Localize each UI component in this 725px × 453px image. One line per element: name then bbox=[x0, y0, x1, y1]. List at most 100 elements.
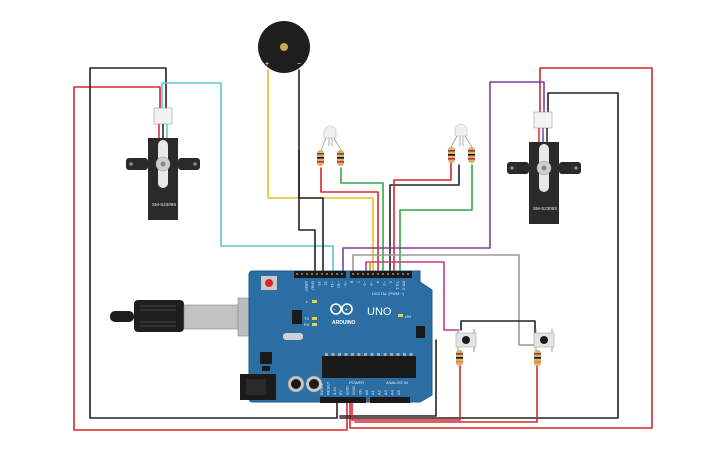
header-pin[interactable] bbox=[392, 273, 394, 275]
header-pin[interactable] bbox=[296, 273, 298, 275]
digital-header-right bbox=[350, 271, 412, 278]
rgb-led-right[interactable] bbox=[450, 123, 473, 148]
resistor-band bbox=[456, 357, 463, 359]
resistor-led2-b[interactable] bbox=[468, 147, 475, 163]
servo-motor-left[interactable]: SM-S2309S bbox=[126, 107, 200, 220]
wire-black-left-servo bbox=[89, 67, 338, 419]
tx-led bbox=[312, 317, 317, 320]
rx-led bbox=[312, 323, 317, 326]
wire-purple-right-servo bbox=[342, 81, 545, 272]
bottom-pin-label: 5V bbox=[338, 390, 343, 395]
header-pin[interactable] bbox=[382, 273, 384, 275]
resistor-button2[interactable] bbox=[534, 350, 541, 366]
arduino-logo: - + bbox=[330, 303, 353, 315]
chip-pin bbox=[357, 353, 361, 356]
header-pin[interactable] bbox=[372, 273, 374, 275]
resistor-band bbox=[534, 361, 541, 363]
header-pin[interactable] bbox=[387, 273, 389, 275]
header-pin[interactable] bbox=[402, 273, 404, 275]
header-pin[interactable] bbox=[311, 273, 313, 275]
digital-header-left bbox=[294, 271, 346, 278]
bottom-pin-label: A3 bbox=[383, 389, 388, 395]
resistor-band bbox=[468, 154, 475, 156]
chip-pin bbox=[403, 353, 406, 356]
led-dome bbox=[323, 125, 337, 139]
bottom-pin-label: RESET bbox=[325, 381, 330, 395]
resistor-led1-b[interactable] bbox=[337, 150, 344, 166]
resistor-button1[interactable] bbox=[456, 350, 463, 366]
wire-green-led1 bbox=[340, 167, 384, 272]
digital-pin-label: RX 0 bbox=[402, 281, 407, 291]
header-pin[interactable] bbox=[357, 273, 359, 275]
resistor-band bbox=[448, 158, 455, 160]
header-pin[interactable] bbox=[336, 273, 338, 275]
servo-label: SM-S2309S bbox=[152, 202, 176, 207]
servo-horn-center bbox=[541, 165, 547, 171]
header-pin[interactable] bbox=[321, 273, 323, 275]
header-pin[interactable] bbox=[316, 273, 318, 275]
led-leg bbox=[450, 135, 458, 148]
tx-label: TX bbox=[304, 316, 309, 321]
chip-socket-top bbox=[325, 353, 413, 356]
buzzer-hole bbox=[280, 43, 288, 51]
digital-header-label: DIGITAL (PWM ~) bbox=[372, 291, 405, 296]
header-pin[interactable] bbox=[331, 273, 333, 275]
bottom-pin-label: A1 bbox=[370, 389, 375, 395]
header-pin[interactable] bbox=[397, 273, 399, 275]
chip-pin bbox=[338, 353, 341, 356]
led-leg bbox=[333, 137, 342, 151]
servo-tab-right bbox=[559, 162, 581, 174]
header-pin[interactable] bbox=[407, 273, 409, 275]
rgb-led-left[interactable] bbox=[320, 125, 342, 151]
servo-hole bbox=[193, 162, 197, 166]
logo-ring-left bbox=[330, 303, 342, 315]
usb-plug-grip bbox=[140, 321, 176, 323]
resistor-band bbox=[317, 153, 324, 155]
header-pin[interactable] bbox=[352, 273, 354, 275]
on-label: ON bbox=[405, 314, 411, 319]
digital-pin-label: 2 bbox=[389, 281, 394, 284]
wire-black-buzzer-2 bbox=[298, 149, 316, 272]
wire-magenta-button1 bbox=[365, 261, 460, 331]
brand-text: ARDUINO bbox=[332, 320, 355, 326]
wire-red-right-servo bbox=[349, 67, 653, 429]
digital-pin-label: 4 bbox=[376, 281, 381, 284]
resistor-band bbox=[456, 361, 463, 363]
servo-connector bbox=[153, 107, 173, 125]
header-pin[interactable] bbox=[341, 273, 343, 275]
button-cap bbox=[540, 336, 548, 344]
usb-plug-grip bbox=[140, 325, 176, 327]
bottom-pin-label: A5 bbox=[396, 389, 401, 395]
wire-red-led2 bbox=[393, 161, 452, 272]
servo-hole bbox=[510, 166, 514, 170]
reset-button[interactable] bbox=[265, 279, 273, 287]
chip-pin bbox=[351, 353, 354, 356]
piezo-buzzer[interactable]: + − bbox=[258, 21, 310, 73]
wire-cyan-left-servo bbox=[161, 82, 334, 272]
wire-gray-button2 bbox=[352, 254, 539, 346]
usb-cable-wire bbox=[110, 311, 134, 322]
wire-red-led1 bbox=[320, 167, 379, 272]
atmega-chip bbox=[322, 356, 416, 378]
l-led bbox=[312, 300, 317, 303]
resistor-band bbox=[534, 357, 541, 359]
power-header bbox=[320, 397, 366, 403]
header-pin[interactable] bbox=[306, 273, 308, 275]
chip-pin bbox=[396, 353, 400, 356]
pushbutton-left[interactable] bbox=[455, 329, 477, 352]
rx-label: RX bbox=[304, 322, 310, 327]
header-pin[interactable] bbox=[301, 273, 303, 275]
usb-plug-body bbox=[134, 300, 184, 332]
resistor-led2-a[interactable] bbox=[448, 147, 455, 163]
header-pin[interactable] bbox=[367, 273, 369, 275]
header-pin[interactable] bbox=[326, 273, 328, 275]
header-pin[interactable] bbox=[377, 273, 379, 275]
pushbutton-right[interactable] bbox=[533, 329, 555, 352]
header-pin[interactable] bbox=[362, 273, 364, 275]
logo-minus: - bbox=[334, 307, 336, 313]
servo-motor-right[interactable]: SM-S2309S bbox=[507, 111, 581, 224]
resistor-led1-a[interactable] bbox=[317, 150, 324, 166]
bottom-pin-label: GND bbox=[351, 386, 356, 395]
wire-black-right-servo bbox=[339, 92, 619, 419]
